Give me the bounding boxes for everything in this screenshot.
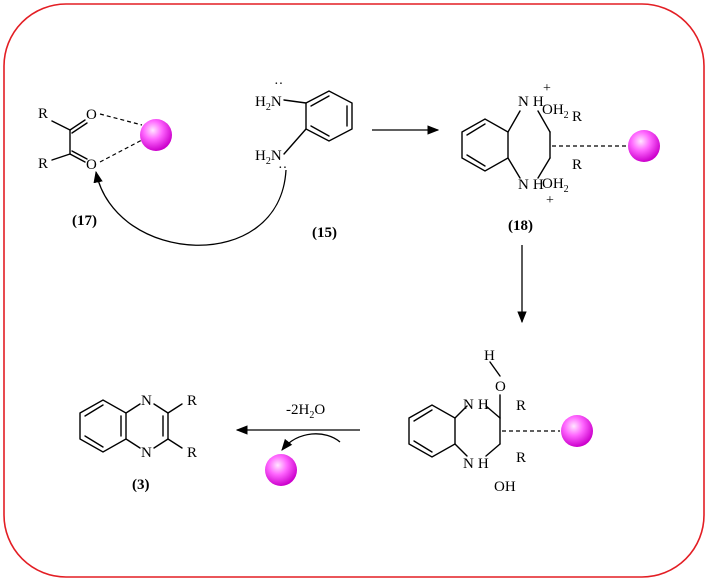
- oxygen-label: O: [495, 379, 506, 395]
- r-label: R: [572, 109, 582, 125]
- scheme-frame: [3, 3, 705, 578]
- compound-label-15: (15): [312, 225, 337, 241]
- compound-label-3: (3): [132, 477, 150, 493]
- catalyst-sphere: [561, 415, 593, 447]
- nitrogen-label: N: [141, 393, 152, 409]
- nitrogen-label: N: [141, 445, 152, 461]
- compound-label-17: (17): [72, 213, 97, 229]
- r-label: R: [572, 157, 582, 173]
- r-label: R: [516, 450, 526, 466]
- r-label: R: [516, 398, 526, 414]
- water-loss-label: -2H2O: [286, 402, 325, 421]
- amine-label: H2N: [255, 148, 282, 167]
- compound-15: H2N ·· H2N ·· (15): [255, 77, 353, 241]
- oxygen-label: O: [86, 107, 97, 123]
- oxonium-label: OH2: [542, 102, 569, 121]
- amine-label: H2N: [255, 94, 282, 113]
- oxygen-label: O: [86, 157, 97, 173]
- lone-pair: ··: [278, 161, 287, 176]
- hydroxyl-label: OH: [494, 479, 516, 495]
- lone-pair: ··: [274, 77, 283, 92]
- r-label: R: [187, 393, 197, 409]
- r-label: R: [187, 445, 197, 461]
- compound-17: R R O O (17): [38, 106, 172, 229]
- catalyst-sphere: [628, 130, 660, 162]
- compound-3: N N R R (3): [79, 393, 197, 493]
- catalyst-release-arrow: [281, 433, 341, 451]
- r-label: R: [38, 106, 48, 122]
- compound-label-18: (18): [508, 218, 533, 234]
- positive-charge: +: [546, 193, 554, 208]
- catalyst-sphere: [265, 454, 297, 486]
- nucleophilic-attack-arrow: [93, 169, 287, 246]
- positive-charge: +: [543, 81, 551, 96]
- hydrogen-label: H: [484, 348, 495, 364]
- catalyst-sphere: [140, 119, 172, 151]
- r-label: R: [38, 156, 48, 172]
- oxonium-label: OH2: [542, 176, 569, 195]
